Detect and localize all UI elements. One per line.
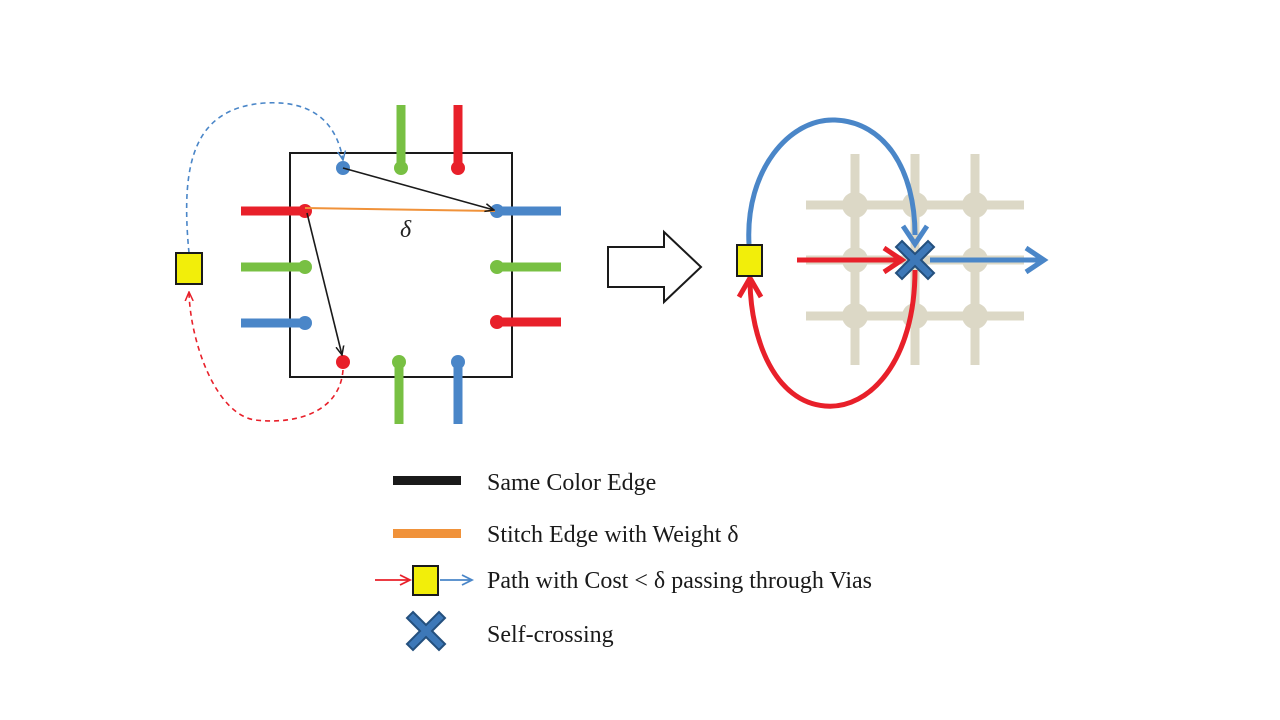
pin-top-green-end [394, 161, 408, 175]
red-path-arc [747, 269, 918, 409]
left-pins [241, 204, 312, 330]
blue-straight-arrowhead [1024, 245, 1049, 275]
pin-left-red-end [298, 204, 312, 218]
red-arc-arrowhead [736, 273, 764, 299]
grid-node [962, 192, 988, 218]
pin-bottom-blue-end [451, 355, 465, 369]
legend-blue-arrowhead [461, 574, 475, 586]
pin-top-red-end [451, 161, 465, 175]
blue-path-arc [746, 117, 918, 245]
self-crossing-icon [894, 239, 936, 281]
top-pins [336, 105, 465, 175]
red-straight-arrowhead [882, 245, 907, 275]
pin-bottom-red-dot [336, 355, 350, 369]
pin-left-blue-end [298, 316, 312, 330]
grid-node [962, 303, 988, 329]
legend-label-same-color-edge: Same Color Edge [487, 470, 656, 496]
right-pins [490, 204, 561, 329]
legend-label-stitch-edge: Stitch Edge with Weight δ [487, 522, 739, 548]
legend-symbol-via-path [375, 565, 475, 596]
stitch-edge [304, 207, 496, 212]
legend-symbol-stitch-edge [393, 529, 461, 538]
via-path-red-dashed [189, 292, 344, 422]
legend-via-square [412, 565, 439, 596]
via-square-left [175, 252, 203, 285]
grid-node [902, 303, 928, 329]
left-panel: δ [175, 102, 561, 424]
legend-red-arrowhead [399, 574, 413, 586]
legend-label-via-path: Path with Cost < δ passing through Vias [487, 568, 872, 594]
pin-left-green-end [298, 260, 312, 274]
via-square-right [736, 244, 763, 277]
right-panel [736, 117, 1049, 409]
same-color-edge-top [342, 167, 494, 210]
legend: Same Color Edge Stitch Edge with Weight … [375, 470, 872, 652]
stitch-edge-delta-label: δ [400, 217, 412, 243]
pin-right-red-end [490, 315, 504, 329]
bottom-pins [336, 355, 465, 424]
legend-label-self-crossing: Self-crossing [487, 622, 614, 648]
legend-self-crossing-icon [405, 610, 447, 652]
via-path-blue-dashed [185, 102, 343, 254]
blue-arc-arrowhead [900, 224, 930, 249]
legend-symbol-same-color-edge [393, 476, 461, 485]
grid-node [842, 303, 868, 329]
same-color-edge-left [306, 212, 342, 355]
cell-boundary [289, 152, 513, 378]
grid-node [842, 192, 868, 218]
pin-bottom-green-end [392, 355, 406, 369]
transform-arrow-icon [607, 229, 703, 305]
pin-right-green-end [490, 260, 504, 274]
